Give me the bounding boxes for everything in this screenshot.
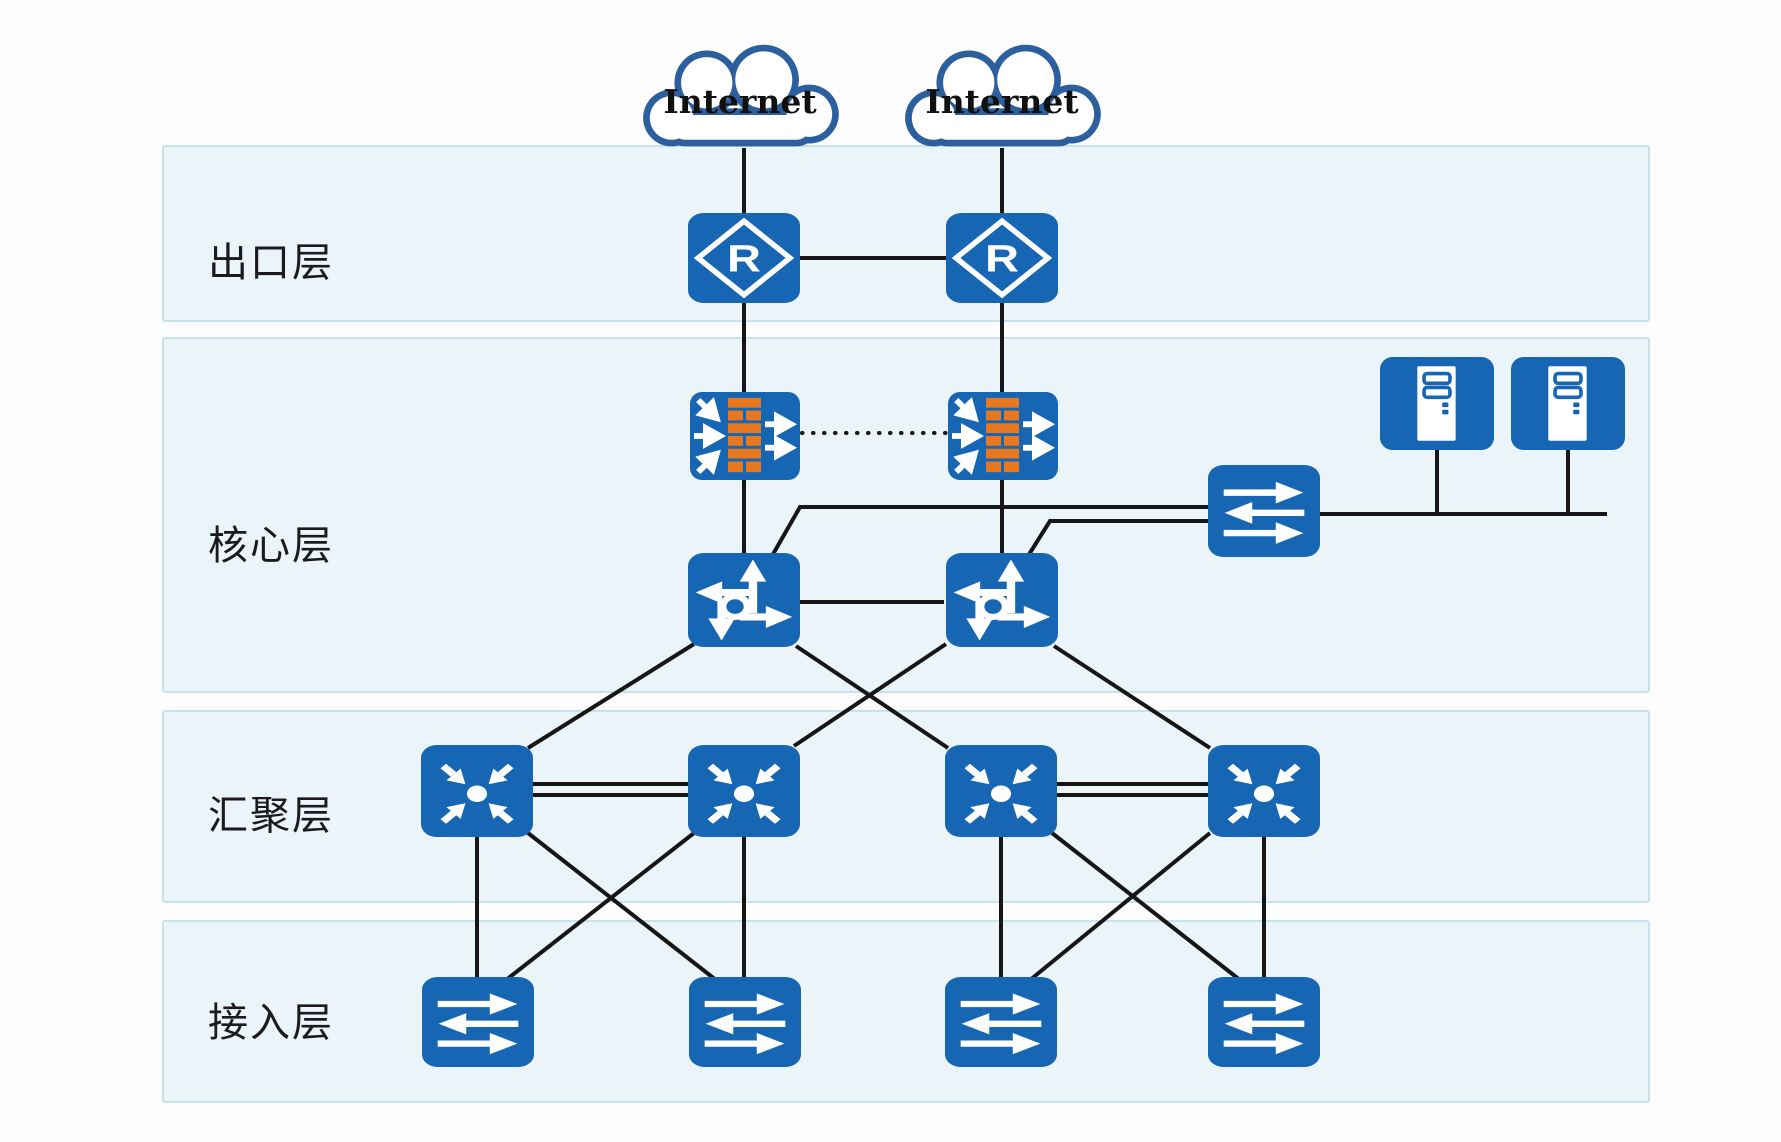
- aggregation-layer-label: 汇聚层: [208, 794, 334, 838]
- router-1: [688, 213, 800, 303]
- access-switch-2: [689, 977, 801, 1067]
- access-layer-label: 接入层: [208, 1001, 334, 1045]
- link-agg3-access4: [1050, 831, 1242, 982]
- server-farm-switch: [1208, 465, 1320, 557]
- router-2: [946, 213, 1058, 303]
- internet-cloud-1: Internet: [633, 40, 847, 173]
- link-agg2-access1: [504, 831, 696, 982]
- link-core1-agg3: [794, 644, 950, 750]
- aggregation-switch-icon: [688, 745, 800, 837]
- layer2-switch-icon: [422, 977, 534, 1067]
- layer3-core-switch-icon: [688, 553, 800, 647]
- internet-cloud-1-label: Internet: [663, 82, 817, 121]
- router-icon: [688, 213, 800, 303]
- access-switch-3: [945, 977, 1057, 1067]
- internet-cloud-2: Internet: [895, 40, 1109, 173]
- core-layer-label: 核心层: [208, 524, 334, 568]
- link-core1-serverswitch: [770, 505, 1208, 557]
- agg-switch-4: [1208, 745, 1320, 837]
- server-1: [1380, 357, 1494, 450]
- link-core2-serverswitch: [1026, 519, 1208, 558]
- layer2-switch-icon: [689, 977, 801, 1067]
- firewall-1: [690, 392, 800, 480]
- firewall-icon: [690, 392, 800, 480]
- agg-switch-3: [945, 745, 1057, 837]
- core-switch-2: [946, 553, 1058, 647]
- link-agg1-access2: [526, 831, 718, 982]
- aggregation-switch-icon: [421, 745, 533, 837]
- link-core2-agg4: [1052, 644, 1212, 750]
- layer2-switch-icon: [945, 977, 1057, 1067]
- layer3-core-switch-icon: [946, 553, 1058, 647]
- layer2-switch-icon: [1208, 977, 1320, 1067]
- internet-cloud-2-label: Internet: [925, 82, 1079, 121]
- server-icon: [1380, 357, 1494, 450]
- server-icon: [1511, 357, 1625, 450]
- layer2-switch-icon: [1208, 465, 1320, 557]
- firewall-icon: [948, 392, 1058, 480]
- link-agg4-access3: [1028, 831, 1212, 982]
- access-switch-4: [1208, 977, 1320, 1067]
- router-icon: [946, 213, 1058, 303]
- server-2: [1511, 357, 1625, 450]
- band-access-layer: 接入层: [162, 920, 1650, 1103]
- agg-switch-1: [421, 745, 533, 837]
- egress-layer-label: 出口层: [208, 241, 334, 285]
- core-switch-1: [688, 553, 800, 647]
- link-core2-agg2: [792, 642, 948, 748]
- agg-switch-2: [688, 745, 800, 837]
- link-core1-agg1: [526, 642, 696, 750]
- aggregation-switch-icon: [945, 745, 1057, 837]
- firewall-2: [948, 392, 1058, 480]
- aggregation-switch-icon: [1208, 745, 1320, 837]
- band-aggregation-layer: 汇聚层: [162, 710, 1650, 903]
- access-switch-1: [422, 977, 534, 1067]
- band-egress-layer: 出口层: [162, 145, 1650, 322]
